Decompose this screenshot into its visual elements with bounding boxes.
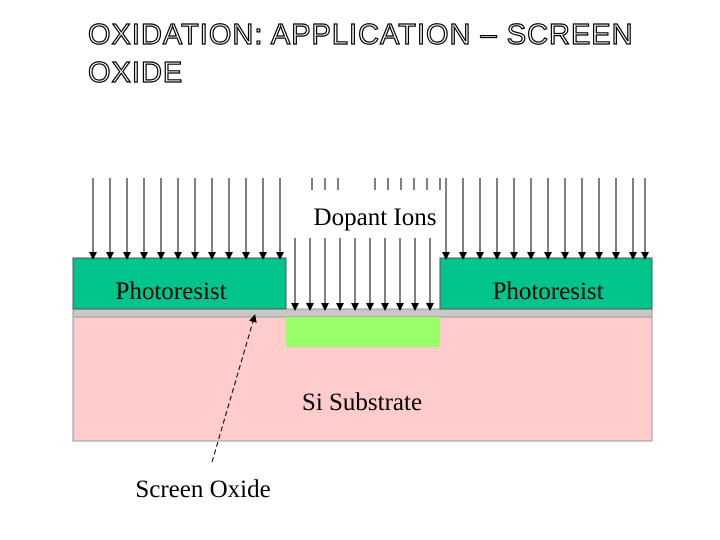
photoresist-left-label: Photoresist bbox=[115, 278, 226, 305]
screen-oxide-pointer-arrow bbox=[211, 314, 257, 463]
si-substrate-label: Si Substrate bbox=[302, 389, 422, 416]
photoresist-right bbox=[439, 257, 653, 310]
title-line-2: OXIDE bbox=[87, 56, 184, 89]
screen-oxide-label: Screen Oxide bbox=[135, 476, 270, 503]
photoresist-right-label: Photoresist bbox=[492, 278, 603, 305]
screen-oxide-layer bbox=[72, 308, 653, 318]
dopant-ion-arrows bbox=[89, 178, 649, 311]
title-line-1: OXIDATION: APPLICATION – SCREEN bbox=[87, 18, 634, 51]
dopant-ions-label: Dopant Ions bbox=[314, 204, 437, 231]
implanted-region bbox=[286, 317, 440, 347]
slide-title: OXIDATION: APPLICATION – SCREEN OXIDE bbox=[87, 16, 688, 92]
photoresist-left bbox=[72, 257, 287, 310]
